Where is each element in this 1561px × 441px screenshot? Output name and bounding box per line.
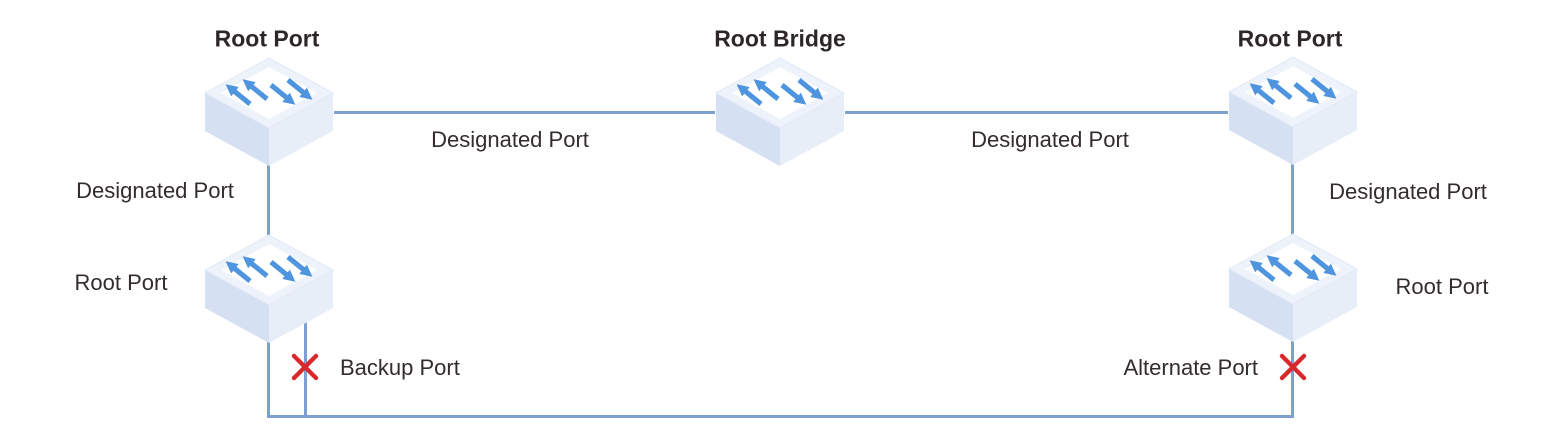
link-midright-down-alternate <box>1291 340 1294 418</box>
network-switch-icon-root-bridge <box>714 56 846 168</box>
link-rootbridge-to-topright <box>845 111 1228 114</box>
label-root-port-mid-right: Root Port <box>1395 274 1489 299</box>
label-designated-port-top-right-segment: Designated Port <box>971 127 1129 152</box>
label-designated-port-right-vertical: Designated Port <box>1329 179 1487 204</box>
label-designated-port-left-vertical: Designated Port <box>76 178 234 203</box>
link-topleft-to-rootbridge <box>334 111 715 114</box>
link-midleft-down-primary <box>267 340 270 418</box>
label-root-port-top-right: Root Port <box>1237 25 1343 52</box>
network-switch-icon-top-right <box>1227 55 1359 167</box>
label-backup-port: Backup Port <box>340 355 460 380</box>
network-switch-icon-top-left <box>203 56 335 168</box>
label-root-bridge: Root Bridge <box>714 25 846 52</box>
network-switch-icon-mid-right <box>1227 232 1359 344</box>
label-root-port-top-left: Root Port <box>214 25 320 52</box>
label-alternate-port: Alternate Port <box>1123 355 1258 380</box>
link-topleft-to-midleft <box>267 164 270 236</box>
link-topright-to-midright <box>1291 162 1294 236</box>
blocked-port-x-icon-left <box>291 353 319 381</box>
label-designated-port-top-left-segment: Designated Port <box>431 127 589 152</box>
link-bottom-segment <box>267 415 1294 418</box>
network-switch-icon-mid-left <box>203 233 335 345</box>
label-root-port-mid-left: Root Port <box>74 270 168 295</box>
blocked-port-x-icon-right <box>1279 353 1307 381</box>
